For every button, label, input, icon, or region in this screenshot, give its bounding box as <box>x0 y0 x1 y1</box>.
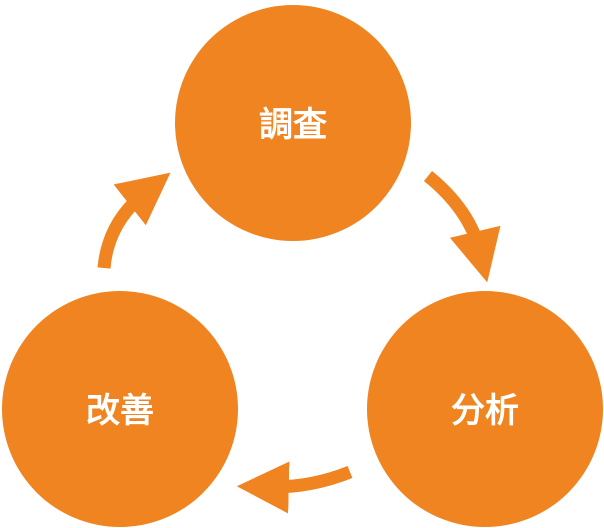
node-improvement: 改善 <box>2 291 238 527</box>
arrow-analysis-to-improvement <box>236 461 353 514</box>
node-improvement-label: 改善 <box>86 391 154 431</box>
node-survey: 調査 <box>175 5 411 241</box>
node-improvement-circle <box>2 291 238 527</box>
arrow-survey-to-analysis <box>423 170 501 283</box>
arrow-improvement-to-survey <box>97 172 171 269</box>
node-survey-circle <box>175 5 411 241</box>
node-analysis: 分析 <box>367 291 603 527</box>
node-survey-label: 調査 <box>259 105 327 145</box>
node-analysis-label: 分析 <box>451 391 519 431</box>
node-analysis-circle <box>367 291 603 527</box>
